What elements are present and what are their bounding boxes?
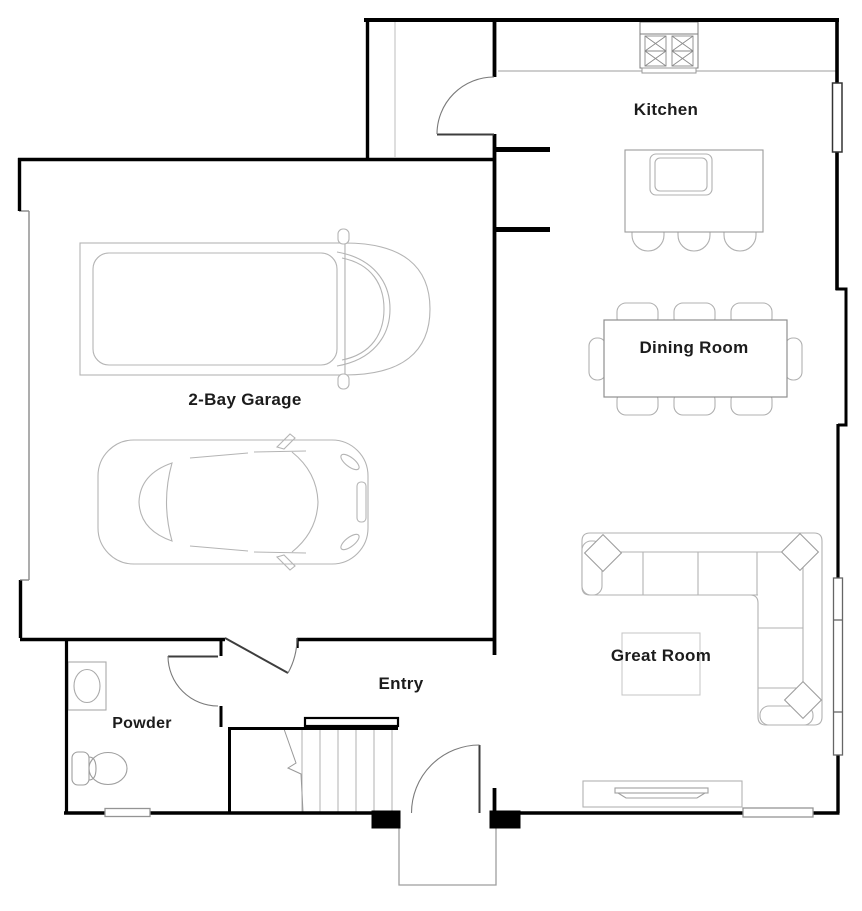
staircase-icon — [283, 728, 393, 813]
room-label-dining: Dining Room — [639, 338, 749, 357]
room-label-great: Great Room — [610, 646, 712, 665]
throw-pillow-icon — [583, 532, 823, 720]
kitchen-island-icon — [624, 149, 764, 252]
doors — [167, 76, 495, 814]
range-stove-icon — [639, 21, 699, 74]
wall-right-bump — [835, 287, 848, 427]
door-swing-icon — [224, 637, 298, 674]
bar-stool-icon — [631, 231, 757, 252]
pickup-truck-icon — [79, 228, 431, 390]
window-icon — [742, 807, 814, 818]
sink-vanity-icon — [67, 661, 107, 711]
window-icon — [831, 82, 843, 153]
stair-handrail — [303, 716, 400, 728]
flat-tv-icon — [614, 787, 709, 799]
window-icon — [104, 807, 151, 818]
toilet-icon — [71, 751, 128, 786]
door-swing-icon — [167, 655, 219, 707]
windows — [104, 82, 844, 818]
window-icon — [832, 577, 844, 756]
door-pier-right — [489, 810, 521, 829]
room-label-entry: Entry — [378, 674, 424, 693]
dining-table-icon — [603, 319, 788, 398]
garage-door-jamb-steps — [19, 210, 29, 581]
door-pier-left — [371, 810, 401, 829]
room-label-garage: 2-Bay Garage — [188, 390, 302, 409]
walls — [17, 18, 848, 829]
front-porch-icon — [398, 828, 497, 886]
door-swing-icon — [436, 76, 495, 136]
sectional-sofa-icon — [581, 532, 823, 726]
media-console-icon — [582, 780, 743, 808]
door-swing-icon — [410, 744, 481, 814]
room-label-powder: Powder — [112, 715, 172, 732]
area-rug-icon — [621, 632, 701, 696]
wall-kitchen-stubs — [494, 147, 550, 232]
sedan-car-icon — [97, 433, 369, 571]
room-label-kitchen: Kitchen — [633, 100, 699, 119]
